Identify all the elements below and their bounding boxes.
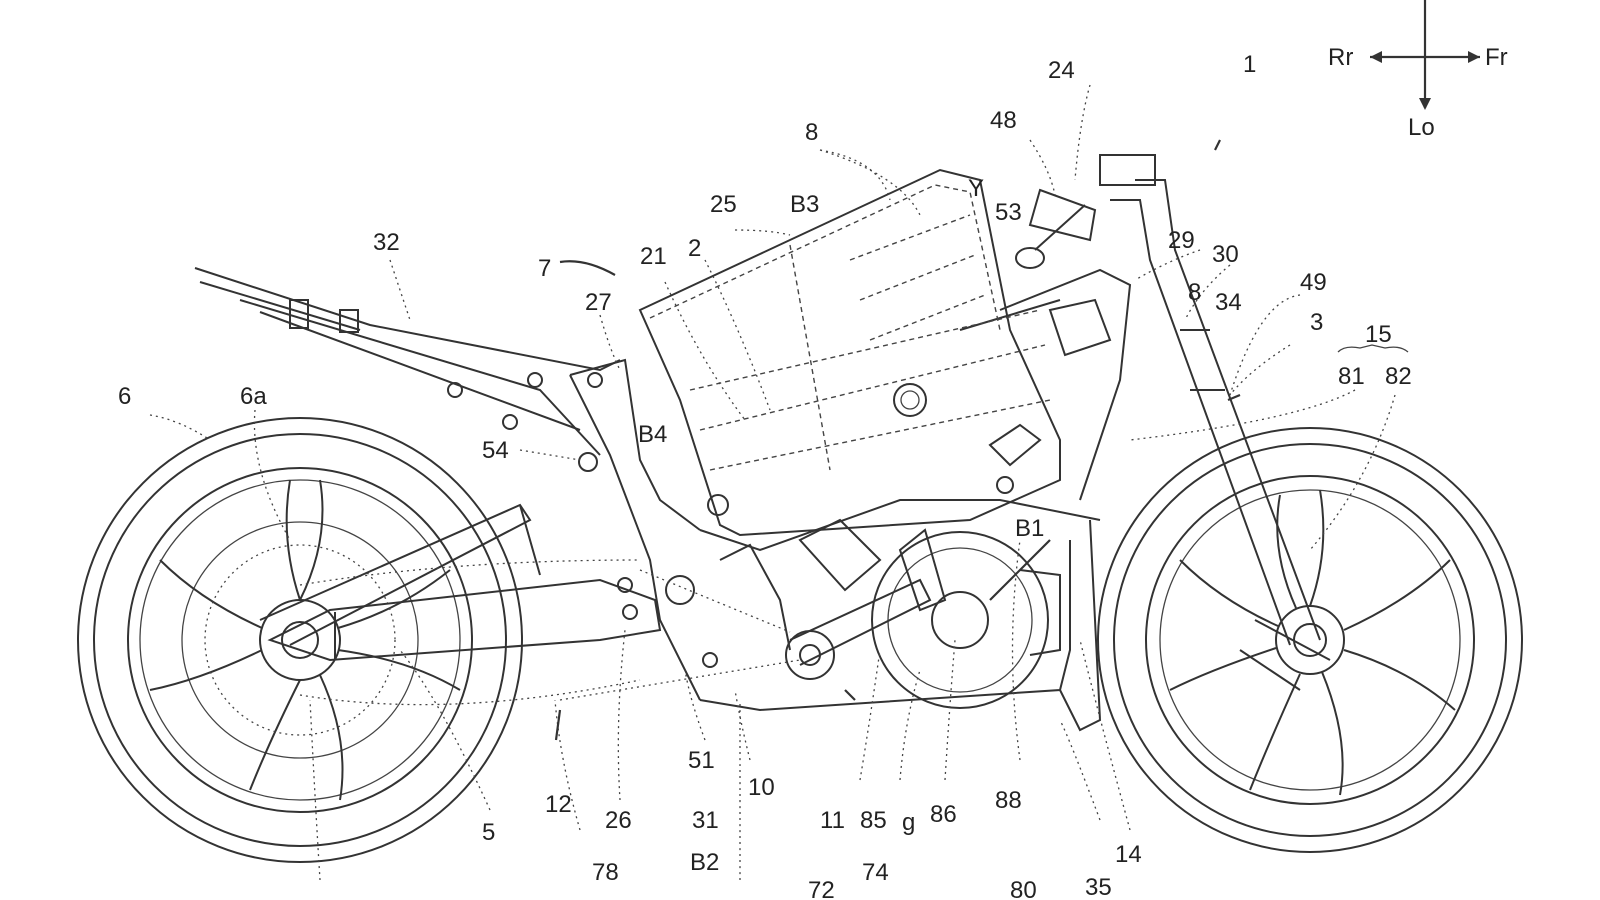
label-6: 6	[118, 383, 131, 410]
direction-front: Fr	[1485, 44, 1508, 71]
label-B2: B2	[690, 849, 719, 876]
label-48: 48	[990, 107, 1017, 134]
label-2: 2	[688, 235, 701, 262]
label-51: 51	[688, 747, 715, 774]
label-81: 81	[1338, 363, 1365, 390]
drive-unit	[559, 518, 1061, 709]
label-85: 85	[860, 807, 887, 834]
label-Y: Y	[968, 175, 984, 202]
rear-subframe	[194, 267, 621, 472]
label-80: 80	[1010, 877, 1037, 900]
label-24: 24	[1048, 57, 1075, 84]
label-72: 72	[808, 877, 835, 900]
label-8-right: 8	[1188, 279, 1201, 306]
label-15: 15	[1365, 321, 1392, 348]
label-74: 74	[862, 859, 889, 886]
front-fork	[1015, 154, 1331, 691]
rear-wheel	[77, 417, 523, 863]
label-32: 32	[373, 229, 400, 256]
label-B3: B3	[790, 191, 819, 218]
label-26: 26	[605, 807, 632, 834]
battery-box	[638, 168, 1112, 537]
label-6a: 6a	[240, 383, 267, 410]
arrow-down-icon	[1419, 98, 1431, 110]
brace-15	[1337, 344, 1409, 353]
direction-rear: Rr	[1328, 44, 1353, 71]
label-88: 88	[995, 787, 1022, 814]
label-49: 49	[1300, 269, 1327, 296]
direction-indicator: Rr Fr Lo	[1328, 0, 1508, 141]
leader-lines	[149, 84, 1396, 881]
label-12: 12	[545, 791, 572, 818]
label-78: 78	[592, 859, 619, 886]
label-14: 14	[1115, 841, 1142, 868]
label-B1: B1	[1015, 515, 1044, 542]
label-3: 3	[1310, 309, 1323, 336]
label-8-top: 8	[805, 119, 818, 146]
label-11: 11	[820, 807, 845, 834]
label-7: 7	[538, 255, 551, 282]
label-31: 31	[692, 807, 719, 834]
label-1: 1	[1243, 51, 1256, 78]
label-82: 82	[1385, 363, 1412, 390]
label-35: 35	[1085, 874, 1112, 900]
arrow-right-icon	[1468, 51, 1480, 63]
label-54: 54	[482, 437, 509, 464]
front-wheel	[1097, 427, 1523, 853]
swing-arm	[259, 503, 662, 706]
label-5: 5	[482, 819, 495, 846]
label-34: 34	[1215, 289, 1242, 316]
label-30: 30	[1212, 241, 1239, 268]
label-53: 53	[995, 199, 1022, 226]
direction-lower: Lo	[1408, 114, 1435, 141]
main-frame	[569, 268, 1132, 732]
label-g: g	[902, 809, 915, 836]
label-B4: B4	[638, 421, 667, 448]
label-27: 27	[585, 289, 612, 316]
label-86: 86	[930, 801, 957, 828]
label-25: 25	[710, 191, 737, 218]
arrow-left-icon	[1370, 51, 1382, 63]
reference-labels: 1 2 3 5 6 6a 7 8 8 10 11 12 14 15 21 24 …	[118, 51, 1412, 900]
label-29: 29	[1168, 227, 1195, 254]
label-21: 21	[640, 243, 667, 270]
label-10: 10	[748, 774, 775, 801]
